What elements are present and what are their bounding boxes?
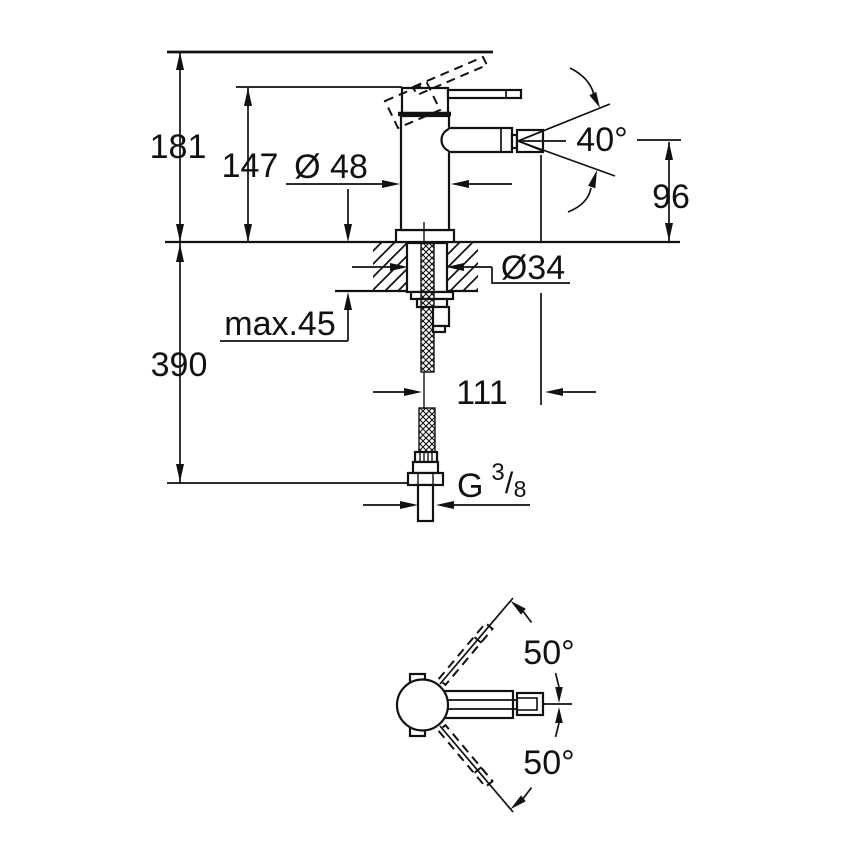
body-cylinder — [399, 114, 451, 232]
thread-label-denominator: 8 — [514, 476, 527, 502]
arrowhead — [446, 263, 464, 271]
arrowhead — [451, 180, 469, 188]
cap-raised-dashed — [383, 81, 442, 130]
arrowhead — [176, 464, 184, 482]
lever-handle — [446, 88, 523, 100]
arrowhead — [436, 501, 454, 509]
arrowhead — [390, 263, 408, 271]
dim-label-40deg: 40° — [576, 121, 627, 159]
top-view: 50° 50° — [395, 597, 575, 813]
arrowhead — [665, 142, 673, 160]
arrowhead — [555, 707, 563, 723]
body-circle-top-view — [395, 678, 450, 732]
hose-crimp-collar — [413, 450, 439, 464]
dim-label-181: 181 — [150, 128, 207, 166]
arrowhead — [244, 88, 252, 106]
dim-label-390: 390 — [151, 346, 208, 384]
handle-shaft-top-view — [439, 689, 515, 720]
base-flange — [394, 228, 456, 244]
dim-spout-reach: 111 — [373, 155, 596, 412]
dim-spray-angle: 40° — [517, 67, 681, 213]
handle-grip-top-view — [515, 691, 545, 717]
arrowhead — [665, 223, 673, 241]
spout — [449, 126, 514, 154]
arrowhead — [404, 388, 422, 396]
dim-label-48: Ø 48 — [294, 148, 368, 186]
dim-hose-drop: 390 — [151, 244, 408, 484]
dim-spout-height: 96 — [652, 142, 690, 241]
spout-collar-arc — [440, 127, 450, 153]
arc-stub — [522, 786, 533, 799]
arrowhead — [176, 224, 184, 242]
spray-line-lower — [517, 140, 616, 177]
dim-max-deck-thickness: max.45 — [220, 189, 352, 343]
leader-bend — [491, 267, 570, 284]
dim-overall-height: 181 — [150, 50, 493, 484]
dim-thread-size: G 3 / 8 — [363, 459, 530, 509]
dim-label-50deg-lower: 50° — [523, 744, 574, 782]
grip-inner-detail — [516, 697, 538, 711]
arrowhead — [510, 795, 526, 810]
connector-hex-nut — [406, 471, 445, 487]
dim-label-96: 96 — [652, 178, 690, 216]
arrowhead — [555, 687, 563, 703]
arrowhead — [589, 91, 600, 108]
faucet-body — [383, 55, 545, 244]
dim-label-111: 111 — [456, 374, 508, 412]
handle-dashed-tick — [473, 766, 483, 774]
arrowhead — [510, 600, 526, 615]
side-view: 181 147 Ø 48 max.45 — [150, 50, 690, 523]
supply-pipe — [416, 483, 435, 523]
swing-leg-lower — [439, 725, 514, 813]
dim-body-diameter: Ø 48 — [286, 148, 512, 188]
arc-stub — [554, 672, 560, 688]
dim-label-max45: max.45 — [224, 305, 336, 343]
dim-label-34: Ø34 — [501, 249, 565, 287]
dim-label-147: 147 — [222, 147, 279, 185]
arrowhead — [400, 501, 418, 509]
arrowhead — [244, 224, 252, 242]
spray-line-upper — [517, 103, 611, 142]
arc-arrow-lower — [567, 187, 592, 213]
arc-arrow-upper — [569, 67, 595, 96]
arrowhead — [344, 224, 352, 242]
arc-stub — [522, 611, 533, 624]
handle-swung-down-dashed — [437, 723, 494, 789]
thread-label-g: G — [457, 467, 483, 505]
dim-hole-diameter: Ø34 — [352, 249, 570, 287]
fixing-stud-tip — [431, 324, 447, 334]
arc-stub — [554, 722, 560, 738]
lever-raised-dashed — [411, 55, 489, 97]
handle-dashed-tick — [473, 636, 483, 644]
arrowhead — [588, 170, 597, 189]
mounting-assembly — [405, 241, 455, 523]
handle-swung-up-dashed — [437, 621, 494, 687]
top-view-faucet — [395, 672, 545, 738]
dim-label-50deg-upper: 50° — [523, 634, 574, 672]
arrowhead — [545, 388, 563, 396]
thread-label-numerator: 3 — [491, 459, 504, 486]
arrowhead — [344, 292, 352, 310]
swing-leg-upper — [439, 597, 514, 685]
dim-body-height: 147 — [222, 86, 402, 242]
dim-handle-swing: 50° 50° — [437, 597, 575, 813]
arrowhead — [176, 52, 184, 70]
thread-label-slash: / — [505, 467, 514, 500]
arrowhead — [382, 180, 400, 188]
fixing-stud — [431, 305, 451, 328]
arrowhead — [176, 244, 184, 262]
hose-ferrule — [411, 460, 440, 475]
braided-hose-lower — [418, 407, 436, 453]
